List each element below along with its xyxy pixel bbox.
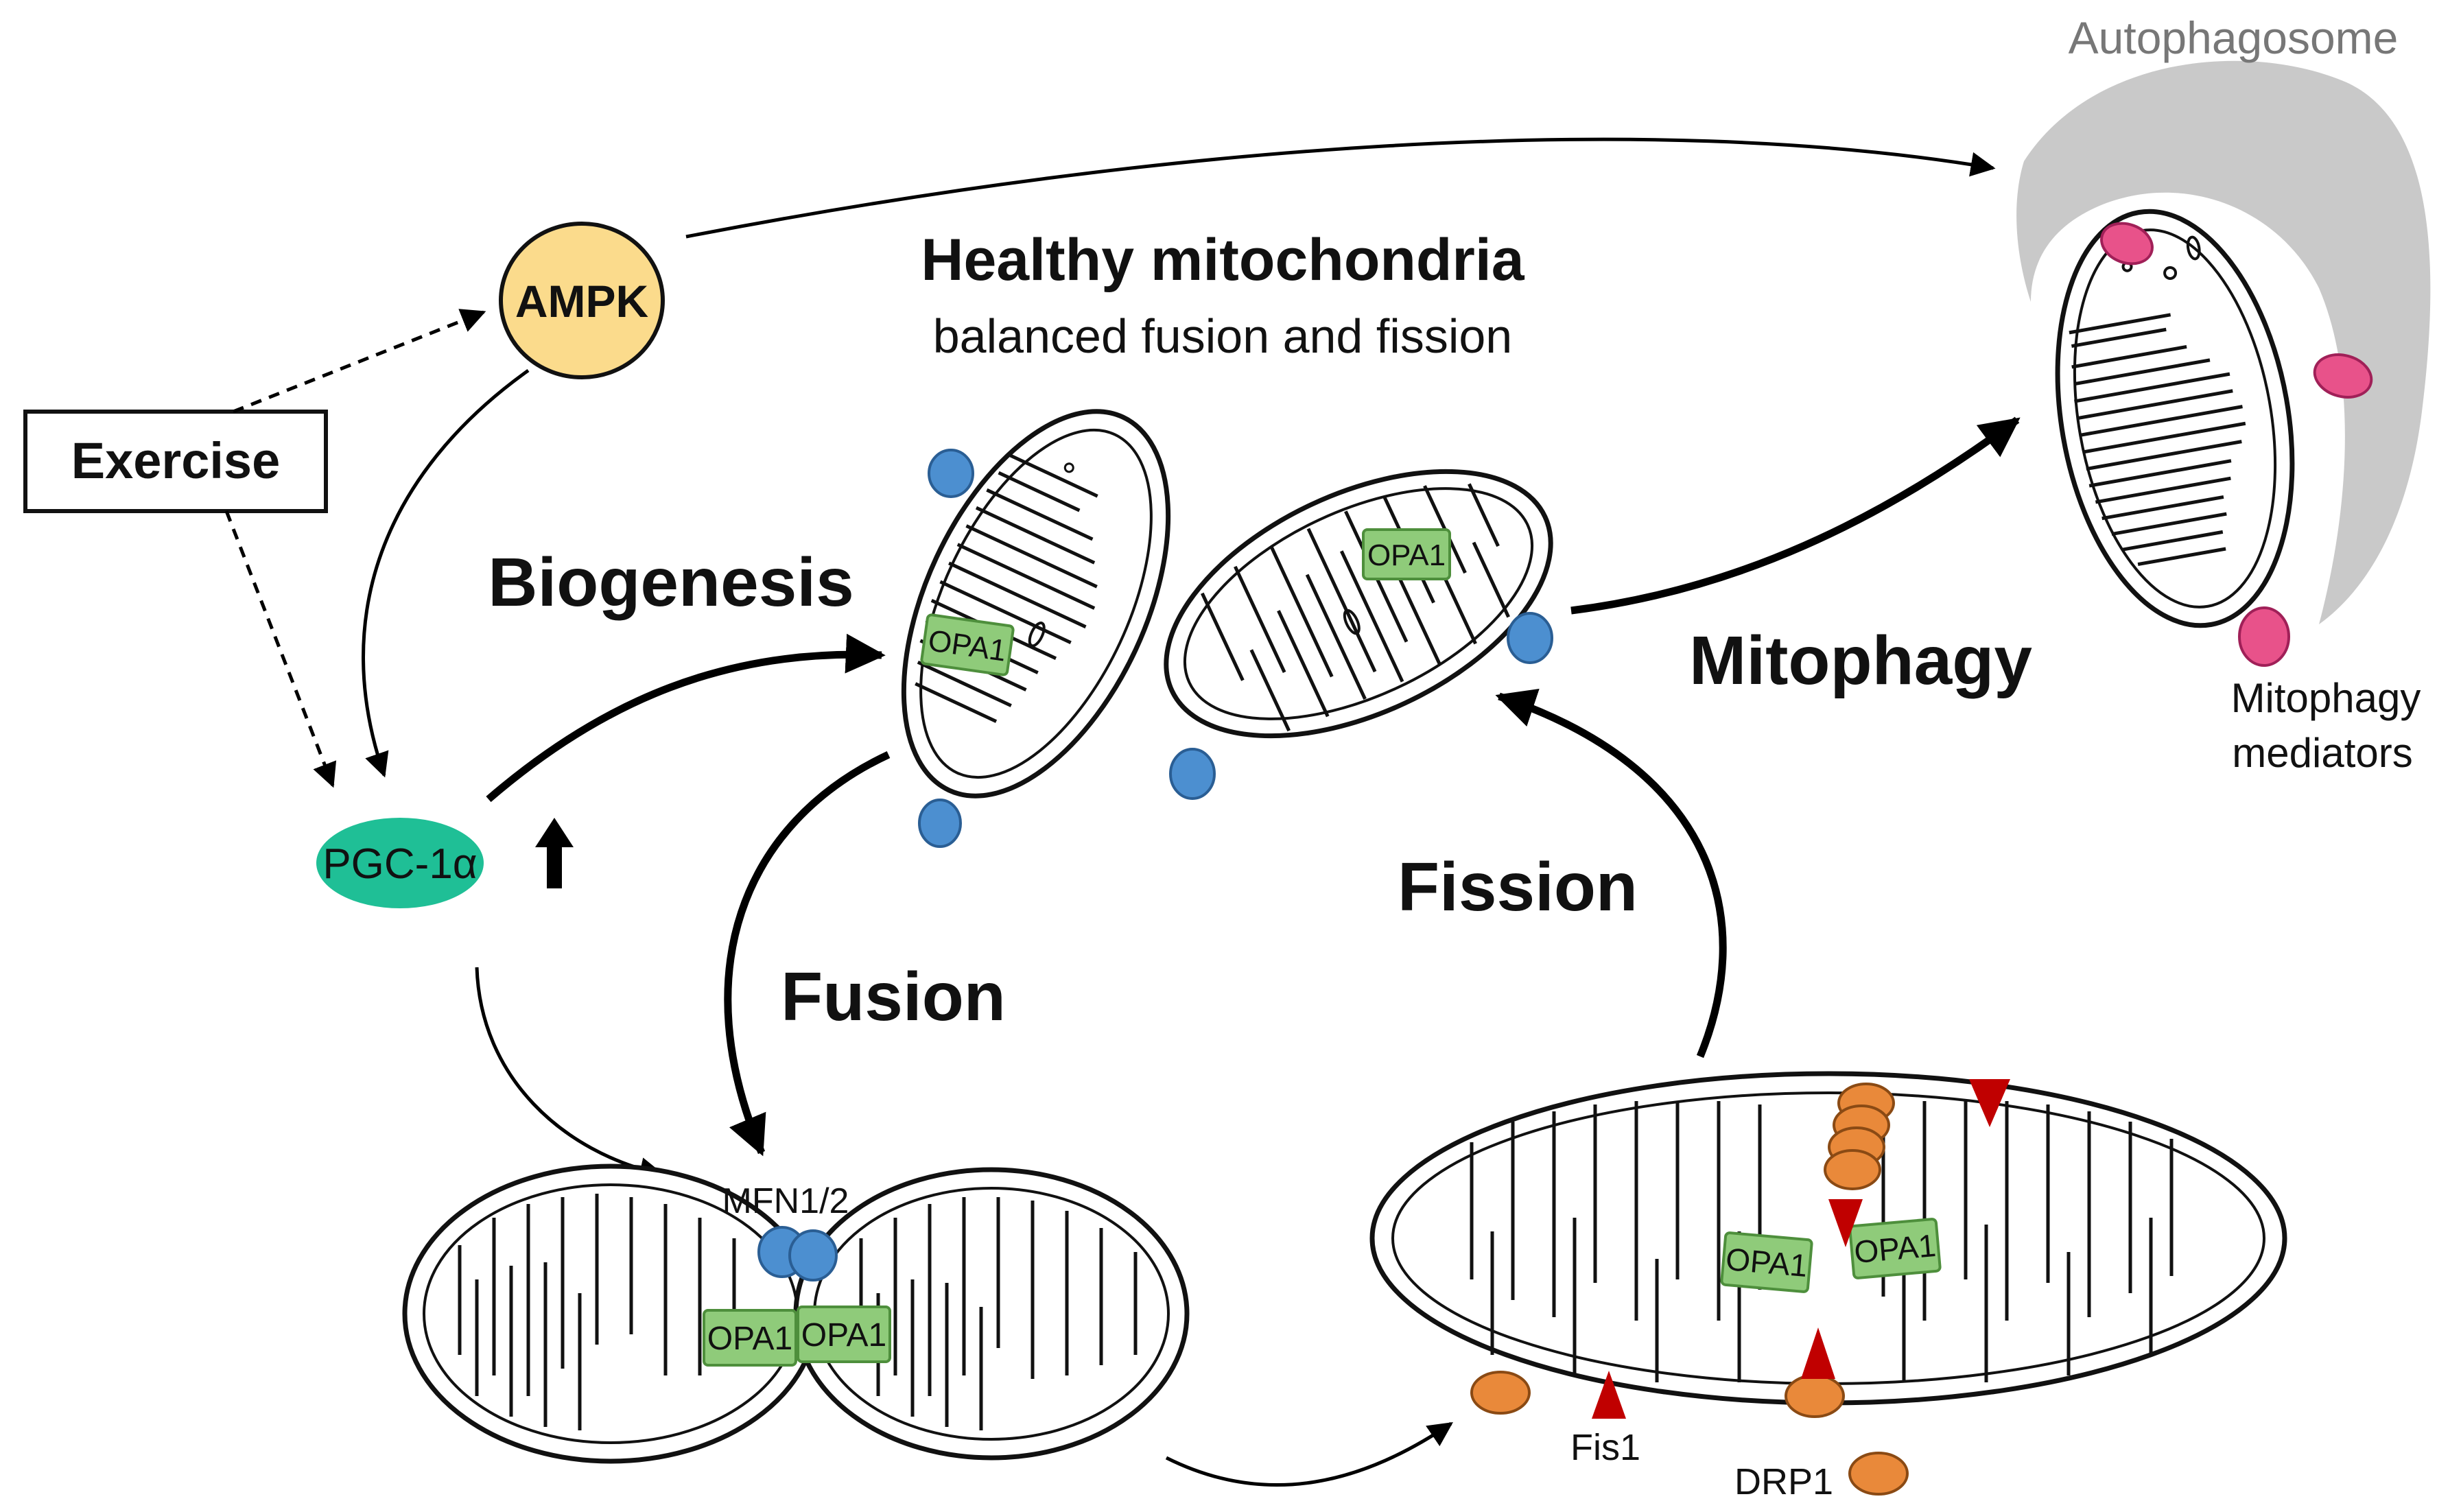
opa1-protein-fused-left: OPA1: [703, 1309, 797, 1367]
dividing-mitochondrion: [1369, 1071, 2287, 1406]
autophagosome-label: Autophagosome: [2069, 12, 2399, 63]
biogenesis-label: Biogenesis: [488, 544, 854, 621]
mitophagy-mediators-label-line1: Mitophagy: [2231, 675, 2421, 721]
drp1-label: DRP1: [1734, 1461, 1833, 1502]
opa1-protein-healthy-left: OPA1: [920, 613, 1015, 676]
arrow-healthy-to-autophagosome: [1570, 416, 2021, 615]
drp1-oligomer-top: [1824, 1083, 1895, 1190]
healthy-mitochondrion-right: [1164, 469, 1553, 739]
healthy-mitochondrion-left: [901, 409, 1171, 799]
fis1-marker-3: [1801, 1327, 1835, 1379]
healthy-mitochondria-title: Healthy mitochondria: [921, 227, 1524, 293]
fis1-marker-2: [1828, 1199, 1863, 1247]
arrow-healthy-to-fused: [724, 751, 891, 1157]
fis1-marker-4: [1592, 1371, 1626, 1419]
upregulation-arrow-icon: [535, 818, 574, 888]
arrow-ampk-to-pgc1a: [362, 368, 530, 778]
mfn-protein-2: [918, 799, 962, 848]
opa1-protein-fission-right: OPA1: [1848, 1218, 1942, 1279]
opa1-label: OPA1: [707, 1321, 793, 1357]
opa1-protein-fission-left: OPA1: [1720, 1231, 1813, 1293]
mitophagy-mediator-2: [2313, 353, 2373, 399]
opa1-protein-fused-right: OPA1: [797, 1306, 891, 1363]
dashed-arrow-exercise-to-ampk: [233, 309, 486, 414]
mfn-label: MFN1/2: [722, 1181, 849, 1221]
mfn-protein-6: [788, 1229, 838, 1281]
mitophagy-mediator-1: [2100, 222, 2154, 265]
drp1-free-1: [1470, 1371, 1531, 1415]
exercise-label: Exercise: [71, 432, 281, 489]
arrow-fused-to-fission: [1165, 1421, 1453, 1487]
autophagosome-membrane: [2016, 60, 2431, 624]
mfn-protein-4: [1169, 748, 1216, 800]
autophagosome: Autophagosome: [2016, 12, 2431, 624]
pgc1a-node: PGC-1α: [316, 818, 484, 908]
engulfed-mitochondrion: [2055, 209, 2295, 628]
mfn-protein-1: [928, 449, 974, 498]
mitophagy-mediators-label-line2: mediators: [2232, 730, 2412, 776]
fis1-marker-1: [1969, 1079, 2010, 1127]
opa1-label: OPA1: [1852, 1227, 1937, 1270]
opa1-protein-healthy-right: OPA1: [1362, 528, 1451, 580]
ampk-label: AMPK: [515, 276, 649, 327]
fission-label: Fission: [1398, 849, 1638, 925]
healthy-mitochondria-subtitle: balanced fusion and fission: [933, 309, 1512, 363]
mfn-protein-3: [1507, 612, 1553, 664]
fused-mitochondrion-left: [402, 1163, 819, 1464]
exercise-box: Exercise: [23, 410, 328, 513]
arrow-ampk-to-autophagosome: [685, 137, 1996, 239]
arrow-pgc1a-to-fused-mitochondria: [475, 967, 665, 1182]
ampk-node: AMPK: [499, 222, 665, 379]
opa1-label: OPA1: [1724, 1241, 1809, 1284]
fusion-label: Fusion: [781, 958, 1006, 1035]
fis1-label: Fis1: [1570, 1427, 1640, 1468]
arrow-pgc1a-to-healthy-mitochondria: [486, 633, 886, 803]
opa1-label: OPA1: [801, 1317, 887, 1354]
drp1-oligomer-bottom: [1785, 1374, 1845, 1418]
drp1-free-2: [1848, 1452, 1909, 1496]
opa1-label: OPA1: [1367, 539, 1446, 572]
mitophagy-mediator-3: [2238, 606, 2290, 667]
pgc1a-label: PGC-1α: [322, 840, 477, 888]
mitophagy-label: Mitophagy: [1689, 622, 2032, 699]
arrow-fission-to-healthy: [1495, 689, 1727, 1059]
dashed-arrow-exercise-to-pgc1a: [224, 510, 337, 788]
